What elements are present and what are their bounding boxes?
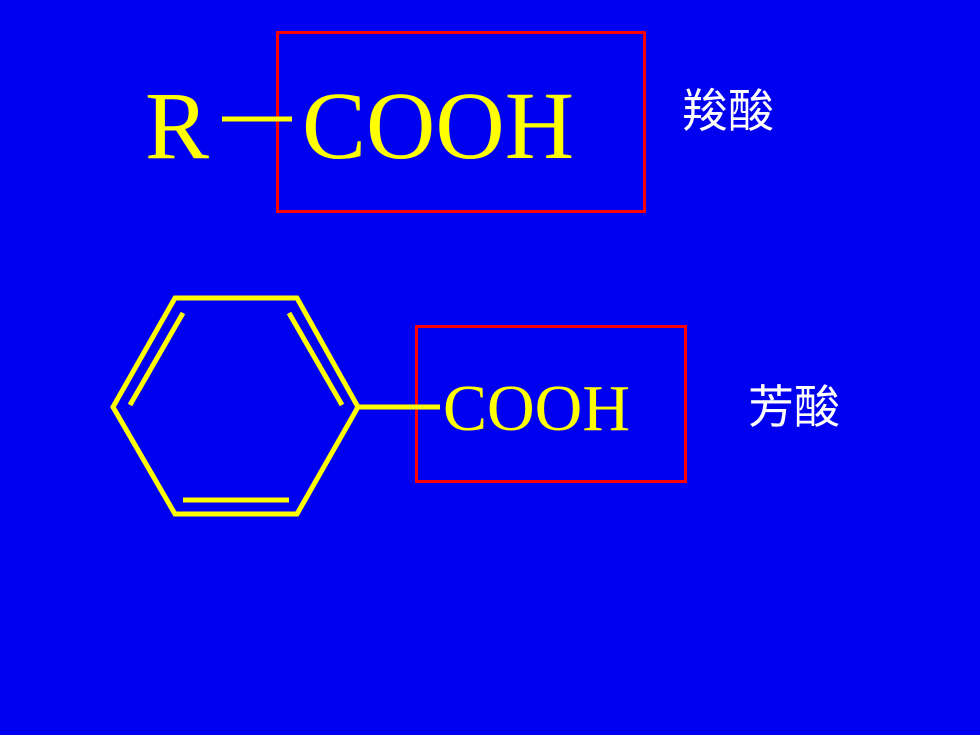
benzene-ring-outline — [110, 295, 361, 517]
carboxylic-acid-label: 羧酸 — [682, 84, 774, 138]
aromatic-acid-label: 芳酸 — [748, 380, 840, 434]
ring-double-bond-right — [286, 311, 345, 407]
benzene-ring-icon — [110, 295, 361, 517]
r-group-text: R — [145, 72, 210, 179]
carboxyl-highlight-box-2 — [415, 325, 687, 483]
carboxyl-group-text-2: COOH — [443, 372, 631, 445]
ring-double-bond-left — [127, 311, 186, 407]
carboxyl-highlight-box-1 — [276, 31, 646, 213]
carboxyl-group-text-1: COOH — [302, 72, 575, 179]
